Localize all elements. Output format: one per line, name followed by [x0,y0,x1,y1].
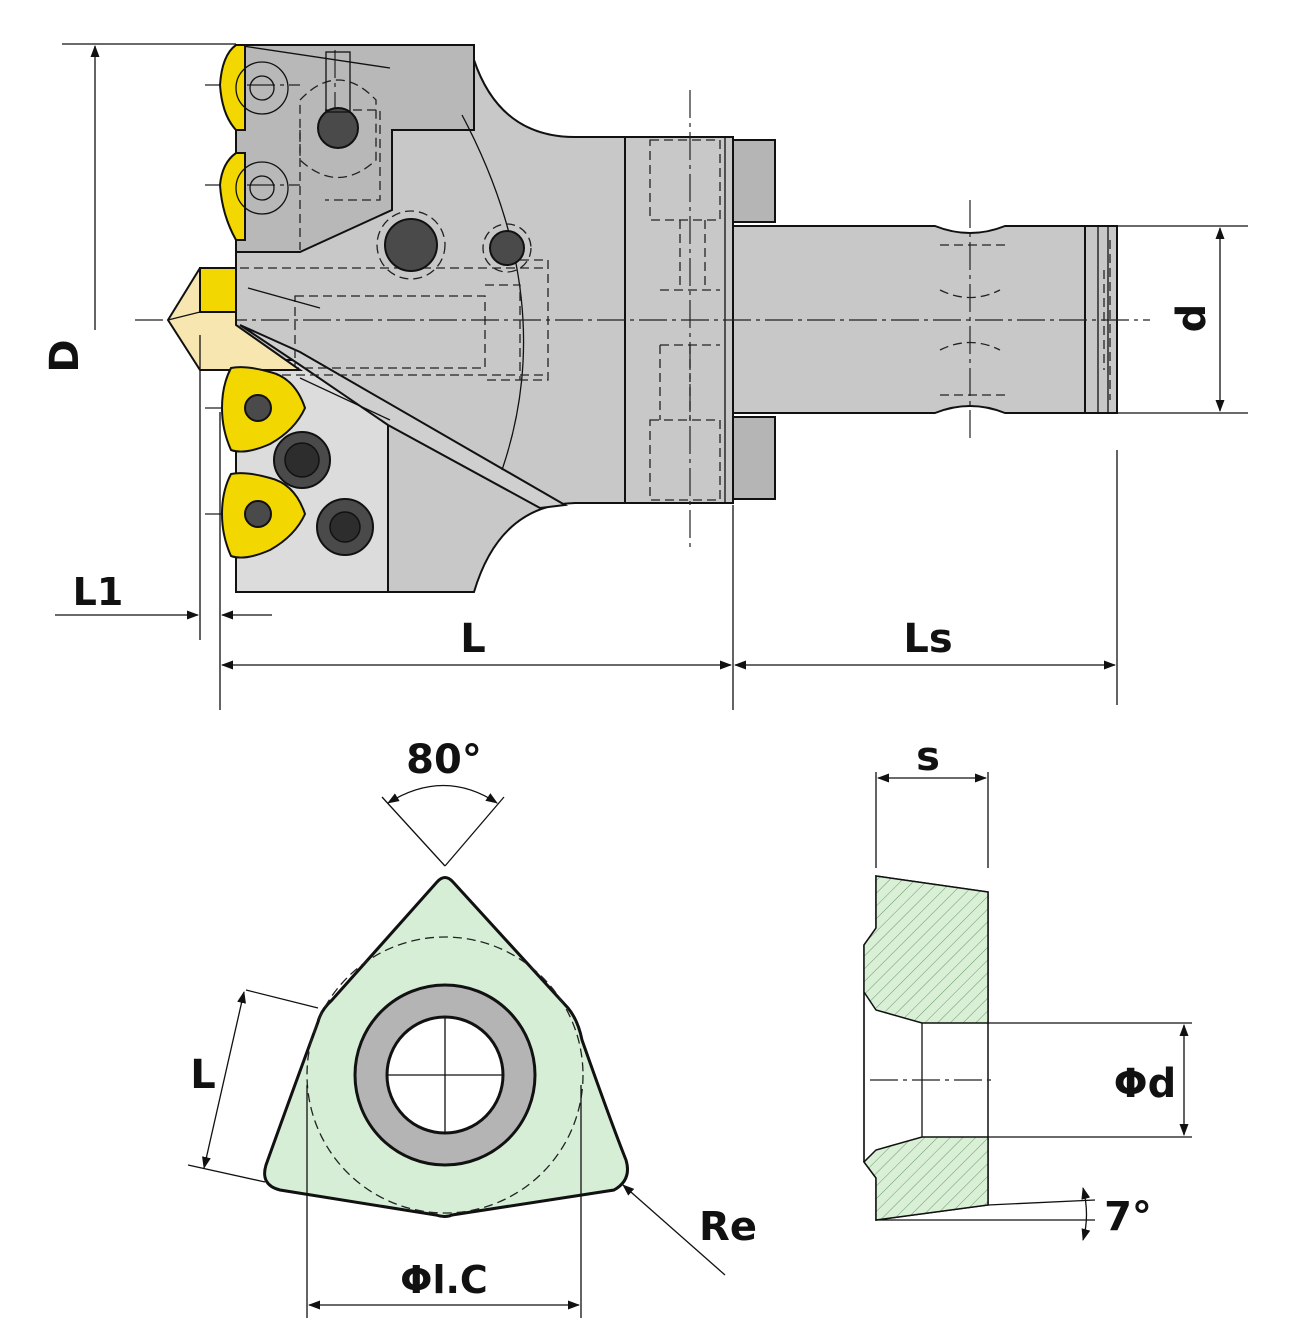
label-L: L [460,616,486,662]
label-IC: Φl.C [400,1258,488,1302]
upper-pocket [235,44,475,253]
inscribed-circle [306,936,584,1214]
label-Re: Re [699,1204,757,1250]
label-angle: 80° [406,737,482,783]
label-D: D [42,339,88,372]
upper-clamp-block [732,139,776,223]
insert-section-view: s Φd 7° [863,734,1192,1241]
section-hatch-bottom [863,1136,989,1221]
screw-upper-1 [317,107,359,149]
section-hatch-top [863,875,989,1024]
upper-insert-2 [218,152,246,241]
screw-body-large [384,218,438,272]
label-Ls: Ls [903,616,952,662]
insert-front-view: 80° L Φl.C Re [187,287,757,1318]
lower-clamp-block [732,416,776,500]
label-L-insert: L [190,1052,216,1098]
screw-body-small [489,230,525,266]
label-d: d [1169,304,1215,333]
dimensions-top: D d L1 L Ls [42,43,1248,710]
label-L1: L1 [73,570,124,614]
label-s: s [916,734,940,780]
label-hole: Φd [1114,1061,1177,1107]
upper-insert-1 [218,44,246,131]
tool-side-view [135,44,1150,593]
label-clearance: 7° [1104,1194,1152,1240]
